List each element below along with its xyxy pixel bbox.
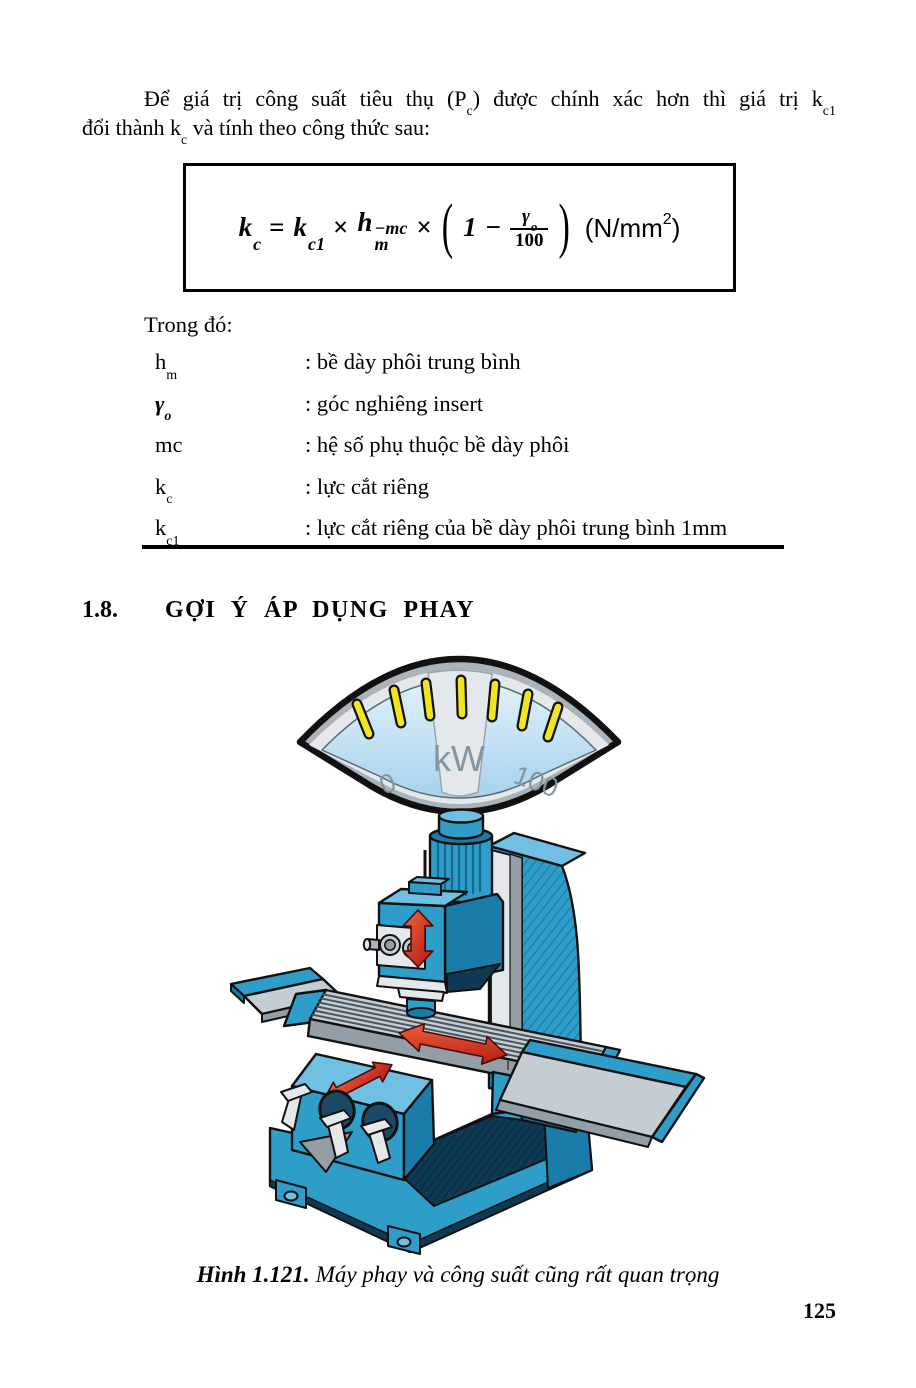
term-description: : hệ số phụ thuộc bề dày phôi: [305, 432, 570, 457]
term-gamma: γo: [155, 390, 172, 424]
figure-caption: Hình 1.121.Máy phay và công suất cũng rấ…: [0, 1262, 916, 1288]
minus-sign: −: [485, 212, 501, 242]
gauge-center-wedge: [427, 669, 493, 797]
section-number: 1.8.: [82, 597, 118, 623]
formula-lhs: kc: [238, 212, 262, 255]
spindle-head: [362, 876, 505, 994]
gamma-fraction: γo 100: [509, 206, 549, 252]
motor-ribs: [436, 838, 482, 896]
term-kc1: kc1: [155, 515, 180, 549]
times-sign: ×: [416, 212, 432, 242]
page-number: 125: [803, 1298, 836, 1323]
open-paren: (: [441, 193, 454, 260]
motor-cap: [437, 808, 485, 824]
definition-row: kc : lực cắt riêng: [155, 474, 815, 516]
right-tray: [495, 1038, 706, 1148]
term-description: : lực cắt riêng của bề dày phôi trung bì…: [305, 515, 728, 540]
definition-list: hm : bề dày phôi trung bình γo : góc ngh…: [155, 349, 815, 557]
kw-gauge: 0 kW 100: [296, 655, 622, 816]
clamp-levers: [280, 1083, 393, 1164]
section-heading: 1.8. GỢI Ý ÁP DỤNG PHAY: [82, 597, 475, 624]
formula-kc1: kc1: [293, 212, 326, 255]
intro-line-2: đổi thành kc và tính theo công thức sau:: [82, 115, 431, 149]
equals-sign: =: [269, 212, 285, 242]
definition-row: hm : bề dày phôi trung bình: [155, 349, 815, 391]
definition-row: mc : hệ số phụ thuộc bề dày phôi: [155, 432, 815, 474]
term-description: : lực cắt riêng: [305, 473, 430, 499]
section-title: GỢI Ý ÁP DỤNG PHAY: [165, 597, 476, 623]
gauge-unit-label: kW: [433, 738, 485, 779]
vertical-feed-arrow: [402, 909, 434, 968]
definition-row: γo : góc nghiêng insert: [155, 391, 815, 433]
times-sign: ×: [333, 212, 349, 242]
divider-rule: [142, 545, 784, 549]
spindle: [397, 987, 445, 1019]
intro-paragraph: Để giá trị công suất tiêu thụ (Pc) được …: [82, 84, 837, 149]
term-description: : góc nghiêng insert: [305, 390, 484, 416]
longitudinal-feed-arrow: [398, 1023, 508, 1065]
formula-one: 1: [463, 212, 477, 242]
figure-caption-text: Máy phay và công suất cũng rất quan trọn…: [315, 1262, 720, 1287]
term-mc: mc: [155, 432, 183, 457]
close-paren: ): [558, 193, 570, 260]
intro-line-1: Để giá trị công suất tiêu thụ (Pc) được …: [144, 86, 837, 120]
term-kc: kc: [155, 473, 173, 507]
term-hm: hm: [155, 349, 178, 383]
formula-unit: (N/mm2): [584, 211, 681, 243]
term-description: : bề dày phôi trung bình: [305, 349, 521, 374]
where-label: Trong đó:: [144, 312, 233, 337]
definition-row: kc1 : lực cắt riêng của bề dày phôi trun…: [155, 515, 815, 557]
figure-milling-machine: 0 kW 100: [229, 655, 706, 1255]
milling-machine: [229, 808, 706, 1255]
figure-caption-label: Hình 1.121.: [196, 1262, 310, 1287]
gauge-ticks-yellow: [353, 676, 562, 741]
